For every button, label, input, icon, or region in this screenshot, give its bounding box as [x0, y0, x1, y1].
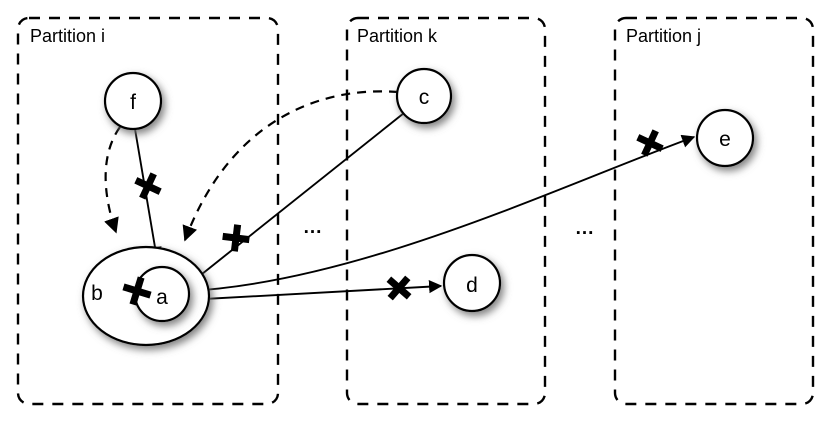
node-shape[interactable] — [395, 67, 453, 125]
partition-box-j: Partition j — [613, 16, 815, 406]
node-c-label: c — [419, 86, 430, 109]
partition-box-i: Partition i — [16, 16, 280, 406]
ellipsis-2: ... — [576, 218, 595, 239]
ellipsis-1: ... — [304, 217, 323, 238]
node-b-label: b — [91, 282, 103, 305]
node-a-label: a — [156, 286, 168, 309]
partition-label: Partition j — [626, 26, 701, 46]
node-f[interactable] — [103, 71, 163, 131]
node-shape[interactable] — [695, 108, 755, 168]
edge-c-to-a — [190, 112, 405, 283]
edge-c-to-b — [182, 90, 399, 242]
edge-path — [182, 90, 399, 242]
node-f-label: f — [130, 91, 136, 114]
node-e-label: e — [719, 128, 731, 151]
partition-label: Partition k — [357, 26, 438, 46]
cut-mark-edge-a-to-e — [636, 129, 664, 157]
edge-a-to-e — [187, 134, 696, 292]
node-d[interactable] — [442, 253, 502, 313]
node-c[interactable] — [395, 67, 453, 125]
partition-box-k: Partition k — [345, 16, 547, 406]
edges-layer — [104, 90, 696, 301]
cut-b-a — [122, 276, 152, 306]
nodes-layer: f b a c d e — [81, 67, 755, 347]
cut-marks-layer — [122, 129, 664, 306]
node-shape[interactable] — [103, 71, 163, 131]
edge-path — [104, 126, 121, 234]
partition-border — [613, 16, 815, 406]
partition-border — [345, 16, 547, 406]
cut-mark-edge-f-to-a — [134, 172, 162, 200]
partitions-layer: Partition i Partition k Partition j — [16, 16, 815, 406]
node-d-label: d — [466, 274, 478, 297]
edge-path — [190, 112, 405, 283]
edge-f-to-b — [104, 126, 121, 234]
ellipsis-labels-layer: ...... — [304, 217, 595, 239]
node-e[interactable] — [695, 108, 755, 168]
cut-mark-edge-c-to-a — [222, 224, 250, 252]
edge-path — [187, 134, 696, 292]
partition-label: Partition i — [30, 26, 105, 46]
cut-mark-edge-a-to-d — [386, 275, 412, 301]
node-shape[interactable] — [442, 253, 502, 313]
